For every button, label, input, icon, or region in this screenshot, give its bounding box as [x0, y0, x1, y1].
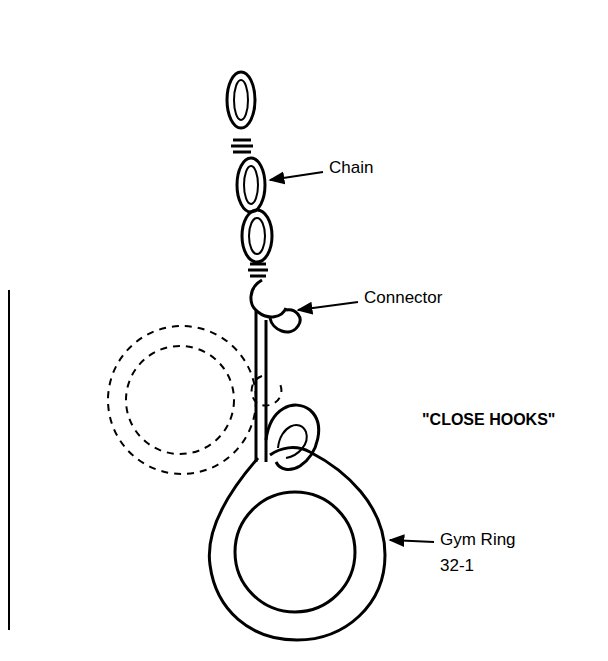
chain-link	[242, 210, 272, 262]
alternate-ring-inner	[126, 346, 234, 454]
leader-arrow	[390, 540, 434, 542]
leader-arrow	[270, 172, 323, 180]
chain-swivel	[248, 264, 268, 276]
note-label: "CLOSE HOOKS"	[422, 410, 555, 430]
leader-arrow	[298, 302, 358, 310]
chain-link-inner	[234, 80, 248, 120]
connector-lower-hook-inner	[278, 425, 307, 458]
chain-link	[237, 158, 265, 212]
chain-swivel	[231, 140, 253, 152]
border-line	[8, 290, 10, 630]
chain-link-inner	[244, 166, 258, 204]
gym-ring-outer	[209, 448, 385, 640]
part-label: Gym Ring	[440, 530, 516, 550]
callout-number: 32-1	[440, 556, 474, 576]
part-label: Connector	[364, 288, 442, 308]
connector-hook-tip	[270, 310, 300, 332]
alternate-ring-outer	[108, 326, 256, 474]
gym-ring-inner	[235, 492, 355, 612]
connector-shaft	[256, 310, 266, 462]
alternate-hook	[252, 376, 282, 406]
chain-link-inner	[249, 218, 265, 254]
chain-link	[227, 72, 255, 128]
part-label: Chain	[329, 158, 373, 178]
connector-lower-hook	[266, 405, 319, 469]
